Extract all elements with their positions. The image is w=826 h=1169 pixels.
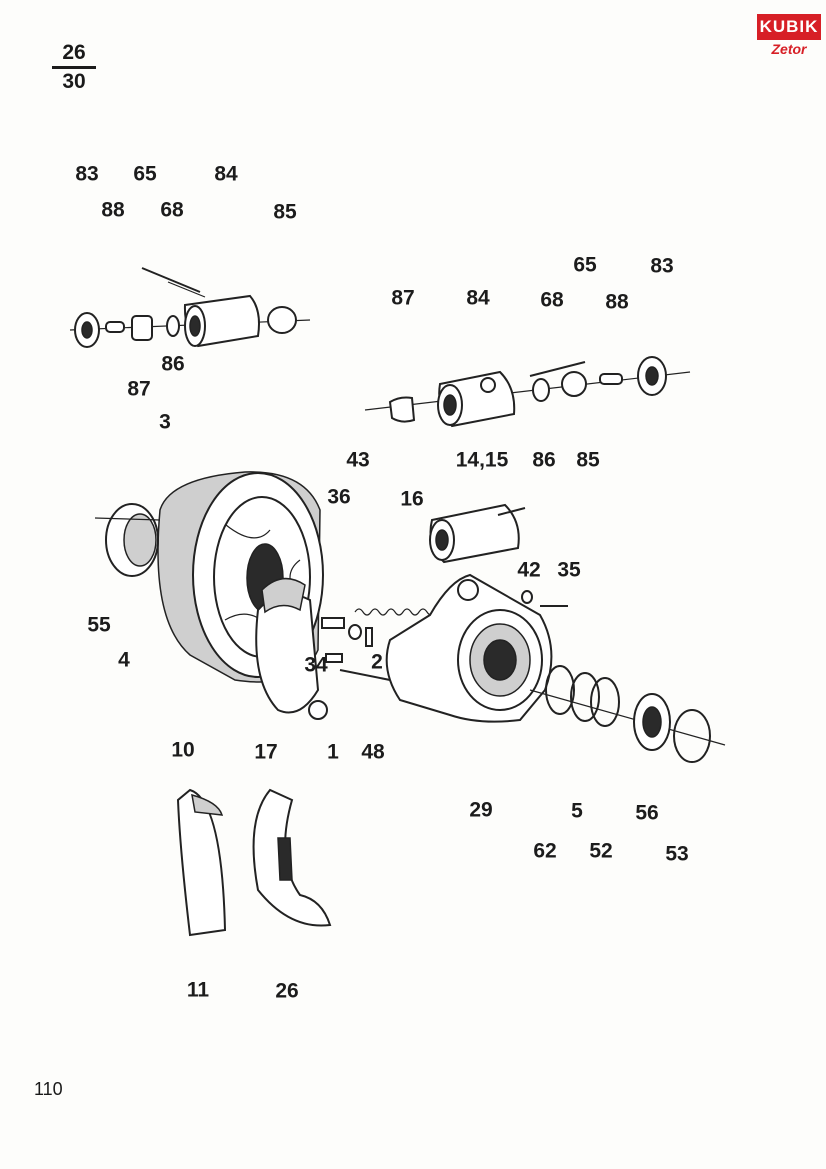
bleed-cap-68 — [167, 281, 206, 298]
anchor-plate-bore — [483, 639, 517, 681]
part-label-52: 52 — [589, 839, 613, 863]
part-label-87: 87 — [127, 377, 151, 401]
cylinder-14-15-screw — [497, 507, 526, 516]
shoe-pivot — [308, 700, 328, 720]
return-spring-16 — [354, 608, 436, 616]
part-label-43: 43 — [346, 448, 370, 472]
wheel-cylinder-right-group — [364, 356, 691, 428]
piston-87b — [388, 396, 416, 423]
part-label-68-right: 68 — [540, 288, 564, 312]
ring-5 — [570, 672, 600, 722]
part-label-84: 84 — [214, 162, 238, 186]
part-label-83-right: 83 — [650, 254, 674, 278]
part-label-1: 1 — [327, 740, 339, 764]
anchor-lug — [457, 579, 479, 601]
bleed-screw-65b — [529, 361, 586, 377]
part-label-4: 4 — [118, 648, 130, 672]
part-label-87-right: 87 — [391, 286, 415, 310]
spring-pin-group — [321, 590, 568, 681]
part-label-65-right: 65 — [573, 253, 597, 277]
part-label-5: 5 — [571, 799, 583, 823]
logo-sub: Zetor — [771, 41, 807, 57]
bearing-56-bore — [642, 706, 662, 738]
ring-52 — [590, 677, 620, 727]
part-label-10: 10 — [171, 738, 195, 762]
cylinder-bore-b — [443, 394, 457, 416]
pin-48 — [339, 669, 391, 681]
piston-85 — [267, 306, 297, 334]
bolt-36 — [321, 617, 345, 629]
fraction-denominator: 30 — [62, 70, 86, 93]
seal-86 — [166, 315, 180, 337]
brake-shoe-26 — [252, 788, 332, 927]
part-label-88-right: 88 — [605, 290, 629, 314]
page-number: 110 — [34, 1079, 63, 1099]
part-label-11: 11 — [186, 978, 210, 1002]
part-label-53: 53 — [665, 842, 689, 866]
washer-43 — [348, 624, 362, 640]
part-label-56: 56 — [635, 801, 659, 825]
part-label-42: 42 — [517, 558, 541, 582]
part-label-36: 36 — [327, 485, 351, 509]
wheel-cylinder-left-group — [69, 267, 311, 348]
pushrod-88 — [105, 321, 125, 333]
logo-brand: KUBIK — [757, 14, 821, 40]
pushrod-88b — [599, 373, 623, 385]
piston-87 — [131, 315, 153, 341]
cylinder-bore — [189, 315, 201, 337]
bleed-screw-65 — [141, 267, 201, 293]
circlip-53 — [673, 709, 711, 763]
ring-axis — [529, 689, 726, 746]
fraction-numerator: 26 — [62, 41, 86, 64]
piston-85b — [561, 371, 587, 397]
part-label-65: 65 — [133, 162, 157, 186]
part-label-16: 16 — [400, 487, 424, 511]
clip-34 — [325, 653, 343, 663]
cylinder-port — [480, 377, 496, 393]
part-label-29: 29 — [469, 798, 493, 822]
part-label-85: 85 — [273, 200, 297, 224]
drum-axis — [94, 517, 161, 521]
part-label-68: 68 — [160, 198, 184, 222]
part-label-14-15: 14,15 — [455, 448, 509, 472]
fraction-bar — [52, 66, 96, 69]
part-label-2: 2 — [371, 650, 383, 674]
washer-42 — [521, 590, 533, 604]
shoe-26-slot — [277, 837, 293, 881]
part-label-86: 86 — [161, 352, 185, 376]
kubik-zetor-logo: KUBIK Zetor — [757, 14, 821, 66]
part-label-26: 26 — [275, 979, 299, 1003]
part-label-88: 88 — [101, 198, 125, 222]
part-label-84-right: 84 — [466, 286, 490, 310]
cylinder-14-15 — [429, 503, 526, 564]
part-label-34: 34 — [304, 653, 328, 677]
axis-line-right — [364, 371, 691, 411]
lining-11-speckle — [191, 793, 224, 816]
seal-ring-62 — [545, 665, 575, 715]
part-label-17: 17 — [254, 740, 278, 764]
dust-cap-83b-hole — [645, 366, 659, 386]
pin-2 — [365, 627, 373, 647]
cylinder-14-15-hole — [435, 529, 449, 551]
part-label-86-right: 86 — [532, 448, 556, 472]
part-label-85-right: 85 — [576, 448, 600, 472]
part-label-62: 62 — [533, 839, 557, 863]
bearing-4 — [123, 513, 157, 567]
part-label-55: 55 — [87, 613, 111, 637]
part-label-3: 3 — [159, 410, 171, 434]
ring-set — [529, 665, 726, 763]
part-label-83: 83 — [75, 162, 99, 186]
dust-cap-83-hole — [81, 321, 93, 339]
part-label-48: 48 — [361, 740, 385, 764]
part-label-35: 35 — [557, 558, 581, 582]
seal-86b — [532, 378, 550, 402]
section-fraction: 26 30 — [52, 42, 96, 93]
anchor-plate-29 — [385, 573, 553, 723]
brake-lining-17 — [261, 577, 306, 614]
